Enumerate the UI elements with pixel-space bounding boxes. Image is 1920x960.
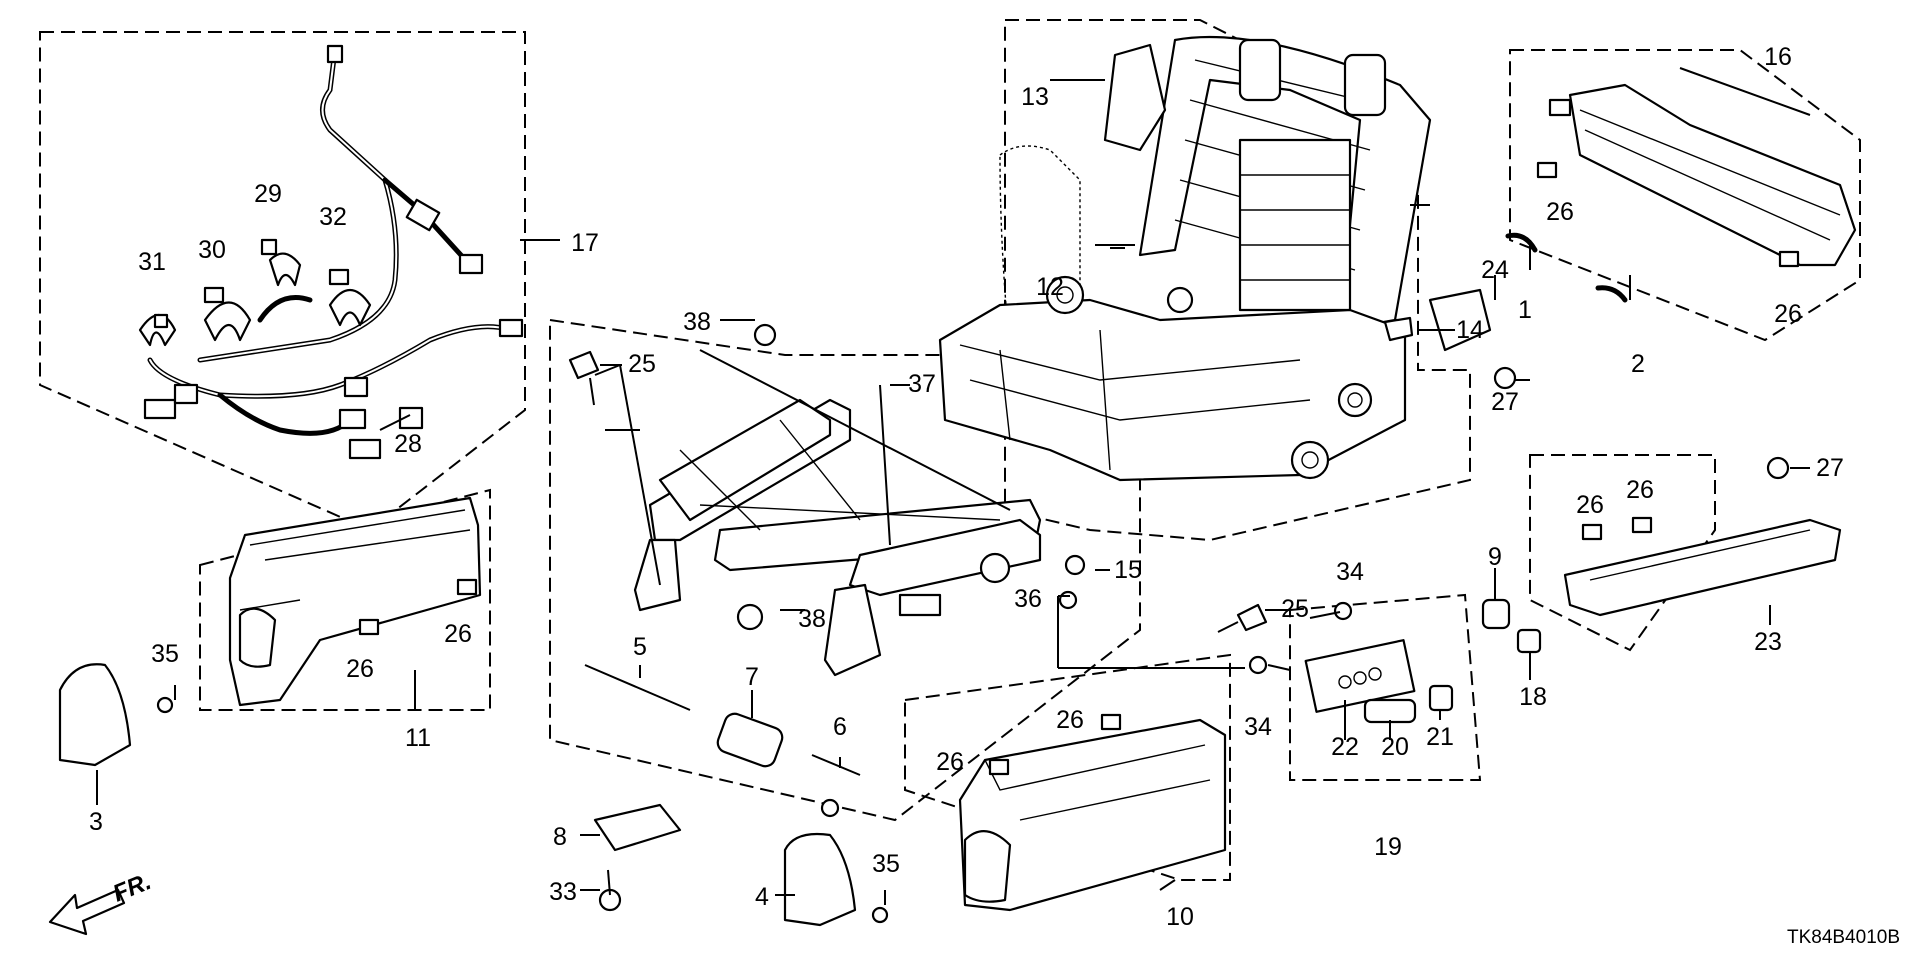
- callout-35a: 35: [151, 640, 179, 668]
- front-arrow-label: FR.: [109, 868, 155, 908]
- callout-34a: 34: [1336, 558, 1364, 586]
- callout-16: 16: [1764, 43, 1792, 71]
- callout-6: 6: [833, 713, 847, 741]
- switch-group-box: [1289, 593, 1482, 781]
- harness-clips: [138, 238, 382, 460]
- callout-36: 36: [1014, 585, 1042, 613]
- callout-34b: 34: [1244, 713, 1272, 741]
- callout-12: 12: [1036, 273, 1064, 301]
- callout-14: 14: [1456, 316, 1484, 344]
- seat-track-assembly: [633, 398, 1042, 677]
- small-fasteners: [156, 43, 1790, 924]
- callout-25a: 25: [628, 350, 656, 378]
- callout-38a: 38: [683, 308, 711, 336]
- callout-26f: 26: [444, 620, 472, 648]
- armrest-cover-group-box: [1529, 454, 1716, 652]
- front-direction-arrow: FR.: [48, 868, 155, 936]
- callout-26e: 26: [346, 655, 374, 683]
- callout-15: 15: [1114, 556, 1142, 584]
- callout-27a: 27: [1491, 388, 1519, 416]
- callout-18: 18: [1519, 683, 1547, 711]
- callout-23: 23: [1754, 628, 1782, 656]
- callout-26d: 26: [1626, 476, 1654, 504]
- callout-10: 10: [1166, 903, 1194, 931]
- outer-side-cover: [958, 713, 1227, 912]
- seat-frame: [938, 35, 1432, 482]
- front-trim-cover-4: [783, 832, 857, 927]
- side-cover-16: [1536, 83, 1857, 268]
- callout-32: 32: [319, 203, 347, 231]
- callout-33: 33: [549, 878, 577, 906]
- callout-30: 30: [198, 236, 226, 264]
- callout-2: 2: [1631, 350, 1645, 378]
- callout-4: 4: [755, 883, 769, 911]
- callout-37: 37: [908, 370, 936, 398]
- callout-19: 19: [1374, 833, 1402, 861]
- switch-assembly: [1304, 639, 1454, 724]
- callout-22: 22: [1331, 733, 1359, 761]
- diagram-code: TK84B4010B: [1787, 927, 1900, 948]
- wire-harness: [143, 44, 524, 436]
- callout-21: 21: [1426, 723, 1454, 751]
- wire-harness-group-box: [39, 31, 526, 532]
- front-arrow-icon: [48, 888, 126, 936]
- callout-24: 24: [1481, 256, 1509, 284]
- callout-3: 3: [89, 808, 103, 836]
- callout-labels: 1 2 3 4 5 6 7 8 9 10 11 12 13 14 15 16 1…: [89, 43, 1844, 931]
- outer-cover-group-box: [904, 653, 1231, 881]
- callout-7: 7: [745, 663, 759, 691]
- callout-31: 31: [138, 248, 166, 276]
- callout-5: 5: [633, 633, 647, 661]
- callout-9: 9: [1488, 543, 1502, 571]
- callout-20: 20: [1381, 733, 1409, 761]
- callout-35b: 35: [872, 850, 900, 878]
- side-cover-group-box: [1509, 49, 1861, 342]
- callout-26g: 26: [1056, 706, 1084, 734]
- callout-13: 13: [1021, 83, 1049, 111]
- callout-26c: 26: [1576, 491, 1604, 519]
- callout-29: 29: [254, 180, 282, 208]
- callout-17: 17: [571, 229, 599, 257]
- callout-8: 8: [553, 823, 567, 851]
- callout-26a: 26: [1546, 198, 1574, 226]
- leader-lines: [96, 67, 1811, 905]
- extra-leaders: [528, 239, 1125, 366]
- track-group-box: [549, 318, 1141, 822]
- callout-25b: 25: [1281, 595, 1309, 623]
- callout-38b: 38: [798, 605, 826, 633]
- callout-26h: 26: [936, 748, 964, 776]
- inner-side-cover: [228, 496, 482, 707]
- callout-27b: 27: [1816, 454, 1844, 482]
- callout-1: 1: [1518, 296, 1532, 324]
- front-trim-cover-3: [58, 663, 132, 767]
- recliner-cover-23: [1563, 516, 1842, 617]
- callout-26b: 26: [1774, 300, 1802, 328]
- callout-28: 28: [394, 430, 422, 458]
- callout-11: 11: [405, 724, 431, 752]
